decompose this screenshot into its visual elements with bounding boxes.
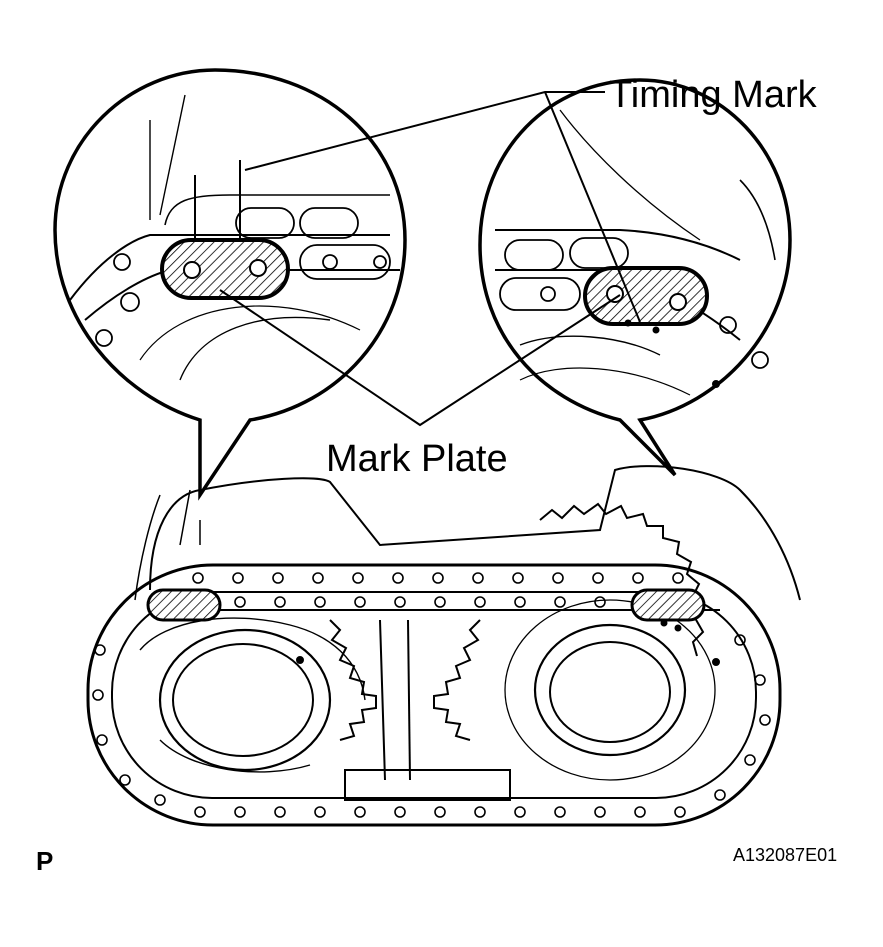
right-sprocket-outline <box>539 502 705 657</box>
figure-code: A132087E01 <box>733 845 838 865</box>
mark-plate-right <box>630 588 706 622</box>
timing-dot <box>660 619 668 627</box>
mark-plate-leader <box>219 289 621 427</box>
center-gear-right-teeth <box>433 619 481 741</box>
right-sprocket-bore <box>549 641 671 743</box>
timing-mark-leader-right <box>544 91 641 323</box>
center-gap-right <box>407 619 411 781</box>
left-magnifier <box>53 68 407 501</box>
right-magnified-mark-plate <box>583 266 709 326</box>
timing-dot <box>652 326 660 334</box>
mark-plate-left <box>146 588 222 622</box>
left-sprocket-dot <box>296 656 304 664</box>
left-sprocket-rim-lower <box>159 739 311 773</box>
mark-plate-label: Mark Plate <box>326 438 508 480</box>
right-sprocket-ring <box>504 599 716 781</box>
center-gap-left <box>379 619 386 781</box>
left-magnified-mark-plate <box>160 238 290 300</box>
timing-dot <box>674 624 682 632</box>
right-sprocket-hub <box>533 623 687 757</box>
timing-dot <box>712 380 720 388</box>
leader-lines <box>219 91 641 427</box>
left-sprocket-bore <box>172 643 314 757</box>
left-sprocket-hub <box>158 628 332 772</box>
center-gear-left-teeth <box>329 619 377 741</box>
chain-bottom-center-plate <box>344 769 511 801</box>
right-magnifier <box>478 78 792 477</box>
page-letter: P <box>36 846 54 876</box>
timing-mark-label: Timing Mark <box>609 74 817 116</box>
main-assembly <box>86 465 801 827</box>
housing-inner-line <box>179 489 201 546</box>
right-sprocket-dot <box>712 658 720 666</box>
housing-outline <box>149 465 801 601</box>
chain-loop-inner <box>111 591 757 799</box>
housing-left-edge <box>134 494 161 601</box>
chain-loop-outer <box>86 563 782 827</box>
chain-pins <box>92 572 771 818</box>
timing-dot <box>624 319 632 327</box>
